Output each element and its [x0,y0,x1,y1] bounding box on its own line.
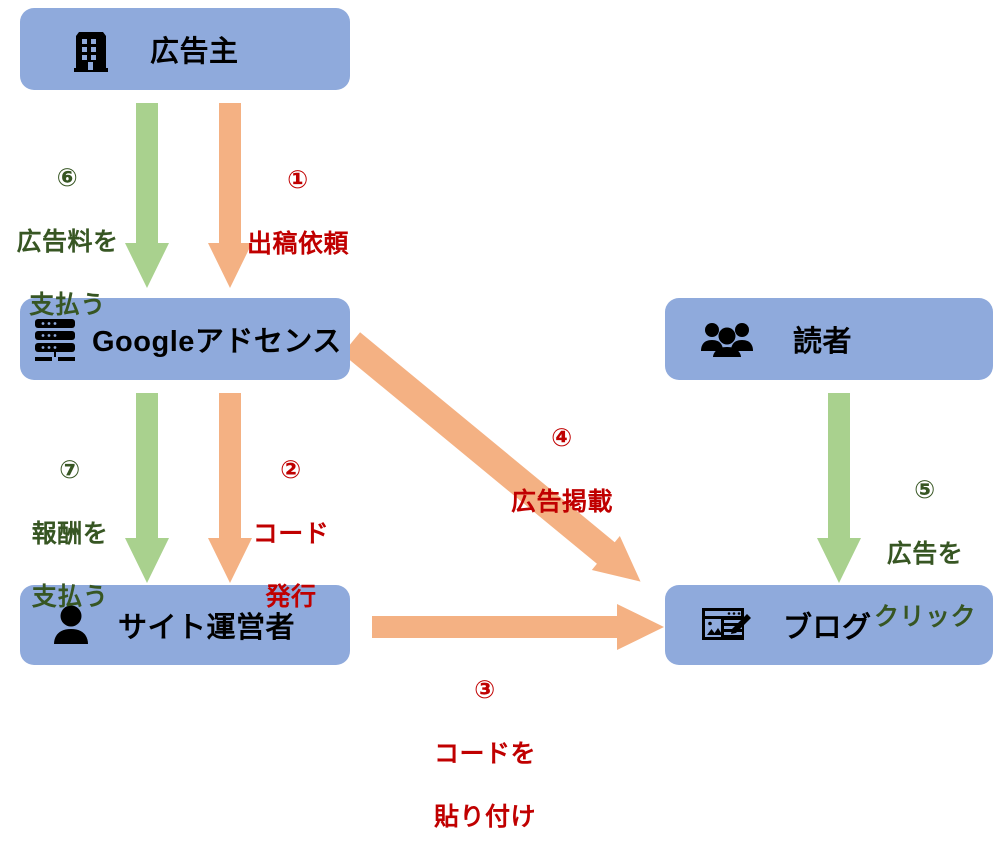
arrow-4-adsense-to-blog [342,330,678,600]
edge-number-3: ③ [474,675,496,704]
edge-number-4: ④ [551,423,573,452]
edge-text-3-line2: 貼り付け [433,803,536,832]
edge-label-6: ⑥ 広告料を 支払う [5,128,130,355]
edge-number-7: ⑦ [59,455,81,484]
edge-text-7-line1: 報酬を [31,519,109,548]
edge-label-7: ⑦ 報酬を 支払う [10,420,130,647]
edge-number-5: ⑤ [914,475,936,504]
edge-label-1: ① 出稿依頼 [228,130,368,293]
edge-text-6-line2: 支払う [29,291,106,320]
arrow-5-reader-to-blog [817,393,861,583]
edge-text-2-line2: 発行 [265,583,317,612]
edge-text-6-line1: 広告料を [16,227,119,256]
edge-text-2-line1: コード [252,519,330,548]
edge-label-4: ④ 広告掲載 [492,388,632,551]
edge-text-7-line2: 支払う [31,583,109,612]
edge-label-5: ⑤ 広告を クリック [855,440,995,667]
people-group-icon [701,321,753,357]
edge-text-1-line1: 出稿依頼 [246,229,349,258]
server-icon [32,316,78,362]
arrow-3-owner-to-blog [372,604,664,650]
edge-label-2: ② コード 発行 [232,420,350,647]
blog-post-icon [701,604,751,646]
edge-text-5-line2: クリック [873,603,976,632]
edge-number-1: ① [287,165,309,194]
edge-text-3-line1: コードを [433,739,536,768]
node-advertiser-label: 広告主 [150,36,239,68]
node-adsense-label: Googleアドセンス [92,326,342,358]
node-advertiser[interactable]: 広告主 [20,8,350,90]
arrow-2-adsense-to-owner [208,393,252,583]
edge-label-3: ③ コードを 貼り付け [405,640,565,867]
node-owner-label: サイト運営者 [118,612,296,644]
node-reader[interactable]: 読者 [665,298,993,380]
arrow-7-adsense-to-owner [125,393,169,583]
node-adsense[interactable]: Googleアドセンス [20,298,350,380]
node-blog-label: ブログ [783,612,872,644]
arrow-6-advertiser-to-adsense [125,103,169,288]
building-icon [68,26,114,72]
edge-number-6: ⑥ [56,163,79,192]
arrow-1-advertiser-to-adsense [208,103,252,288]
node-reader-label: 読者 [793,326,853,358]
edge-text-4-line1: 広告掲載 [510,487,613,516]
person-icon [48,604,94,646]
node-owner[interactable]: サイト運営者 [20,585,350,665]
diagram-canvas: 広告主 Googleアドセンス [5,8,995,831]
edge-number-2: ② [280,455,302,484]
node-blog[interactable]: ブログ [665,585,993,665]
edge-text-5-line1: 広告を [886,539,964,568]
